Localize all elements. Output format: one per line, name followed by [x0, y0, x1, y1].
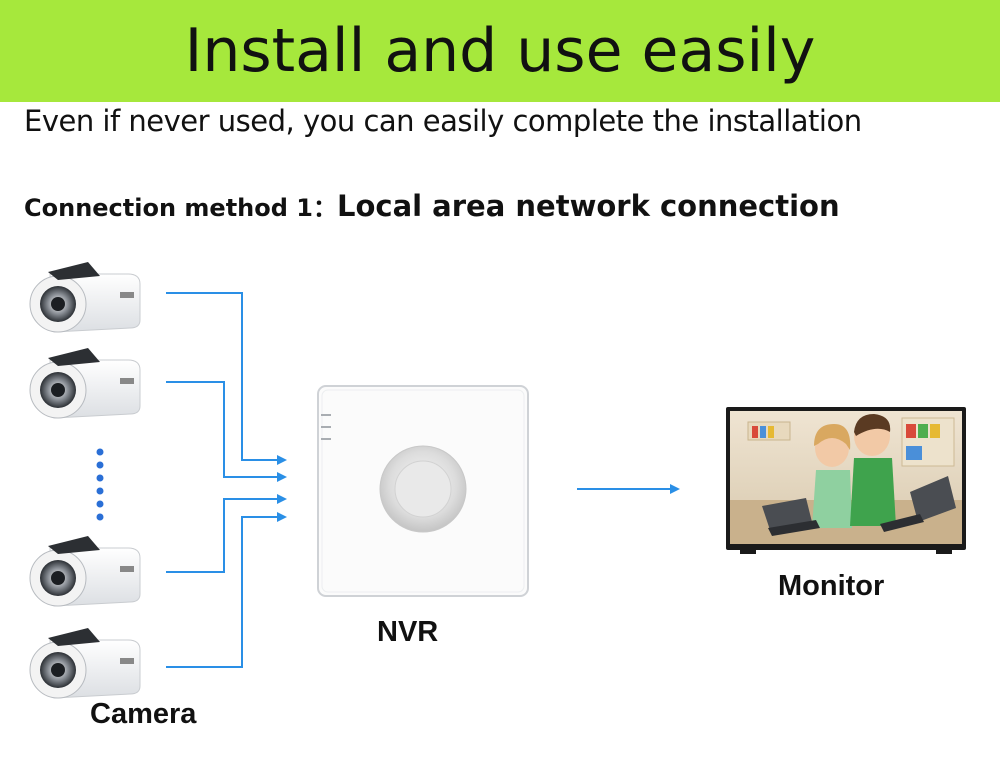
more-cameras-ellipsis: [96, 448, 104, 521]
connection-method-lead: Connection method 1：: [24, 194, 337, 222]
camera-icon: [29, 262, 141, 333]
title-banner: Install and use easily: [0, 0, 1000, 102]
subtitle: Even if never used, you can easily compl…: [24, 104, 862, 138]
connection-method-name: Local area network connection: [336, 189, 840, 223]
camera-icon: [29, 348, 141, 419]
camera-icon: [29, 628, 141, 699]
camera-link-3: [166, 494, 287, 573]
camera-link-4: [166, 512, 287, 668]
nvr-device-icon: [317, 385, 529, 597]
camera-icon: [29, 536, 141, 607]
page-title: Install and use easily: [184, 16, 816, 86]
connection-method-heading: Connection method 1：Local area network c…: [24, 188, 840, 223]
camera-label: Camera: [90, 698, 197, 730]
camera-link-2: [166, 381, 287, 482]
monitor-icon: [726, 407, 966, 554]
camera-link-1: [166, 292, 287, 465]
nvr-label: NVR: [377, 616, 439, 648]
monitor-label: Monitor: [778, 570, 885, 602]
